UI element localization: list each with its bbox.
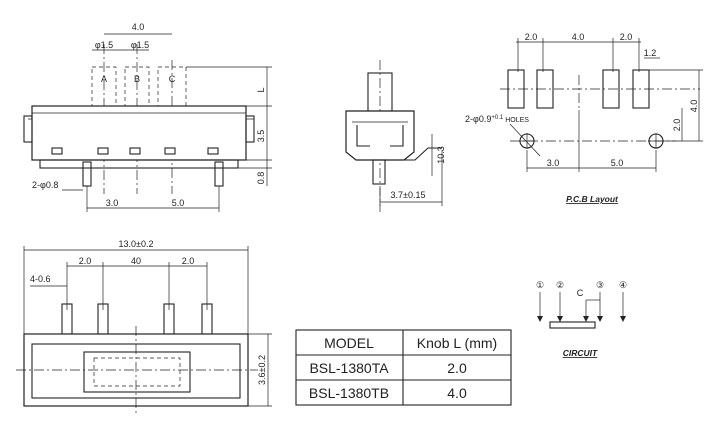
bottom-view: 13.0±0.2 2.0 40 2.0 4-0.6 3.6±0.2	[16, 239, 272, 416]
table-cell-knob-2: 4.0	[447, 385, 467, 401]
pcb-dim-height: 4.0	[689, 100, 699, 113]
bottom-dim-top-1: 2.0	[79, 256, 92, 266]
front-dim-bottom-right: 5.0	[172, 198, 185, 208]
front-dim-pin2: φ1.5	[131, 40, 149, 50]
front-dim-bottom-left: 3.0	[106, 198, 119, 208]
pcb-dim-mid: 2.0	[672, 119, 682, 132]
front-dim-lead: 2-φ0.8	[32, 180, 58, 190]
bottom-dim-top-3: 2.0	[182, 256, 195, 266]
terminal-4: ④	[619, 280, 627, 290]
pcb-dim-pad-width: 1.2	[644, 48, 657, 58]
pcb-dim-bottom-right: 5.0	[611, 158, 624, 168]
pcb-dim-bottom-left: 3.0	[547, 158, 560, 168]
pcb-dim-top-3: 2.0	[620, 32, 633, 42]
pcb-dim-top-2: 4.0	[572, 32, 585, 42]
table-cell-model-1: BSL-1380TA	[309, 360, 389, 376]
bottom-dim-height: 3.6±0.2	[257, 355, 267, 385]
circuit-caption: CIRCUIT	[563, 348, 598, 358]
table-header-knob: Knob L (mm)	[417, 335, 497, 351]
front-dim-base: 0.8	[256, 172, 266, 185]
front-dim-pin1: φ1.5	[95, 40, 113, 50]
front-dim-height: 3.5	[256, 130, 266, 143]
bottom-dim-overall: 13.0±0.2	[119, 239, 154, 249]
terminal-1: ①	[536, 280, 544, 290]
bottom-dim-top-2: 40	[131, 256, 141, 266]
table-header-model: MODEL	[324, 335, 374, 351]
pcb-dim-top-1: 2.0	[525, 32, 538, 42]
terminal-2: ②	[556, 280, 564, 290]
side-view: 10.3 3.7±0.15	[345, 60, 446, 212]
circuit-common-label: C	[577, 288, 584, 298]
pin-label-b: B	[134, 74, 140, 84]
pin-label-c: C	[169, 74, 176, 84]
table-cell-knob-1: 2.0	[447, 360, 467, 376]
side-dim-width: 3.7±0.15	[391, 190, 426, 200]
table-cell-model-2: BSL-1380TB	[309, 385, 389, 401]
bottom-dim-pins: 4-0.6	[30, 274, 51, 284]
circuit-diagram: ① ② ③ ④ C CIRCUIT	[536, 280, 627, 358]
terminal-3: ③	[596, 280, 604, 290]
model-table: MODEL Knob L (mm) BSL-1380TA 2.0 BSL-138…	[295, 329, 512, 406]
front-dim-l: L	[256, 87, 266, 92]
pin-label-a: A	[101, 74, 107, 84]
front-dim-top: 4.0	[132, 22, 145, 32]
front-view: A B C 4.0 φ1.5 φ1.5 L 3.5 0.8 2-φ0	[23, 22, 272, 212]
pcb-caption: P.C.B Layout	[566, 194, 619, 204]
side-dim-lead-h: 10.3	[436, 146, 446, 164]
